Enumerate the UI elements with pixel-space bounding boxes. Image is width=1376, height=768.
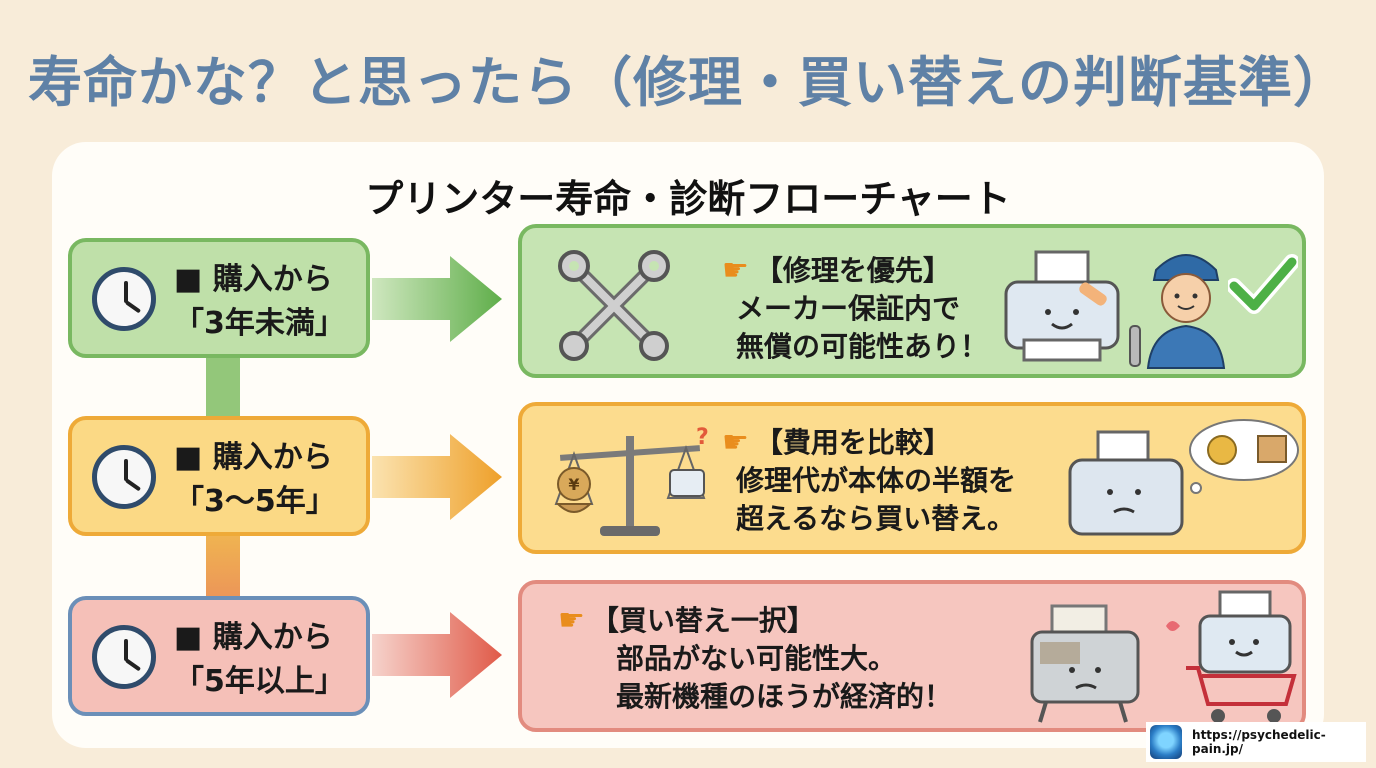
age-text: ■ 購入から 「3〜5年」 [174,436,370,524]
result-text: ☛【買い替え一択】 部品がない可能性大。 最新機種のほうが経済的！ [558,602,952,716]
age-box-3-to-5-years: ■ 購入から 「3〜5年」 [68,416,370,536]
result-text: ☛【費用を比較】 修理代が本体の半額を 超えるなら買い替え。 [722,424,1016,538]
age-label: ■ 購入から [174,262,333,297]
flowchart-title: プリンター寿命・診断フローチャート [365,177,1011,221]
age-box-over-5-years: ■ 購入から 「5年以上」 [68,596,370,716]
pointing-hand-icon: ☛ [722,253,749,288]
arrow-right-icon [372,256,502,342]
clock-icon [92,445,156,509]
old-broken-printer-icon [1030,604,1140,723]
result-line-2: 最新機種のほうが経済的！ [616,680,953,713]
result-line-2: 無償の可能性あり！ [736,330,989,363]
pointing-hand-icon: ☛ [722,425,749,460]
balance-scale-icon: ¥ ? [554,425,709,536]
clock-icon [92,267,156,331]
repair-technician-icon [1129,254,1226,369]
result-line-2: 超えるなら買い替え。 [736,502,1016,535]
result-box-replace: ☛【買い替え一択】 部品がない可能性大。 最新機種のほうが経済的！ [518,580,1306,732]
arrow-right-icon [372,612,502,698]
new-printer-cart-icon [1166,590,1297,723]
wrench-icon [558,250,670,361]
printer-bandage-icon [1004,250,1120,362]
svg-text:¥: ¥ [568,475,579,494]
page-title: 寿命かな？と思ったら（修理・買い替えの判断基準） [28,51,1348,114]
svg-text:?: ? [696,425,709,450]
age-text: ■ 購入から 「5年以上」 [174,616,370,704]
thought-bubble-icon [1189,419,1299,494]
age-range: 「3〜5年」 [174,484,336,519]
arrow-right-icon [372,434,502,520]
age-range: 「3年未満」 [174,306,345,341]
age-label: ■ 購入から [174,440,333,475]
checkmark-icon [1228,254,1298,314]
age-range: 「5年以上」 [174,664,345,699]
site-logo-icon [1150,725,1183,759]
site-watermark: https://psychedelic-pain.jp/ [1146,722,1366,762]
site-url: https://psychedelic-pain.jp/ [1192,728,1326,756]
result-heading: 【費用を比較】 [754,426,951,459]
age-box-under-3-years: ■ 購入から 「3年未満」 [68,238,370,358]
result-line-1: メーカー保証内で [736,292,961,325]
pointing-hand-icon: ☛ [558,603,585,638]
worried-printer-icon [1068,430,1184,536]
result-text: ☛【修理を優先】 メーカー保証内で 無償の可能性あり！ [722,252,988,366]
age-text: ■ 購入から 「3年未満」 [174,258,370,346]
age-label: ■ 購入から [174,620,333,655]
result-box-compare-cost: ¥ ? ☛【費用を比較】 修理代が本体の半額を 超えるなら買い替え。 [518,402,1306,554]
result-line-1: 部品がない可能性大。 [616,642,897,675]
clock-icon [92,625,156,689]
result-line-1: 修理代が本体の半額を [736,464,1017,497]
result-heading: 【修理を優先】 [754,254,951,287]
result-heading: 【買い替え一択】 [590,604,815,637]
result-box-repair: ☛【修理を優先】 メーカー保証内で 無償の可能性あり！ [518,224,1306,378]
